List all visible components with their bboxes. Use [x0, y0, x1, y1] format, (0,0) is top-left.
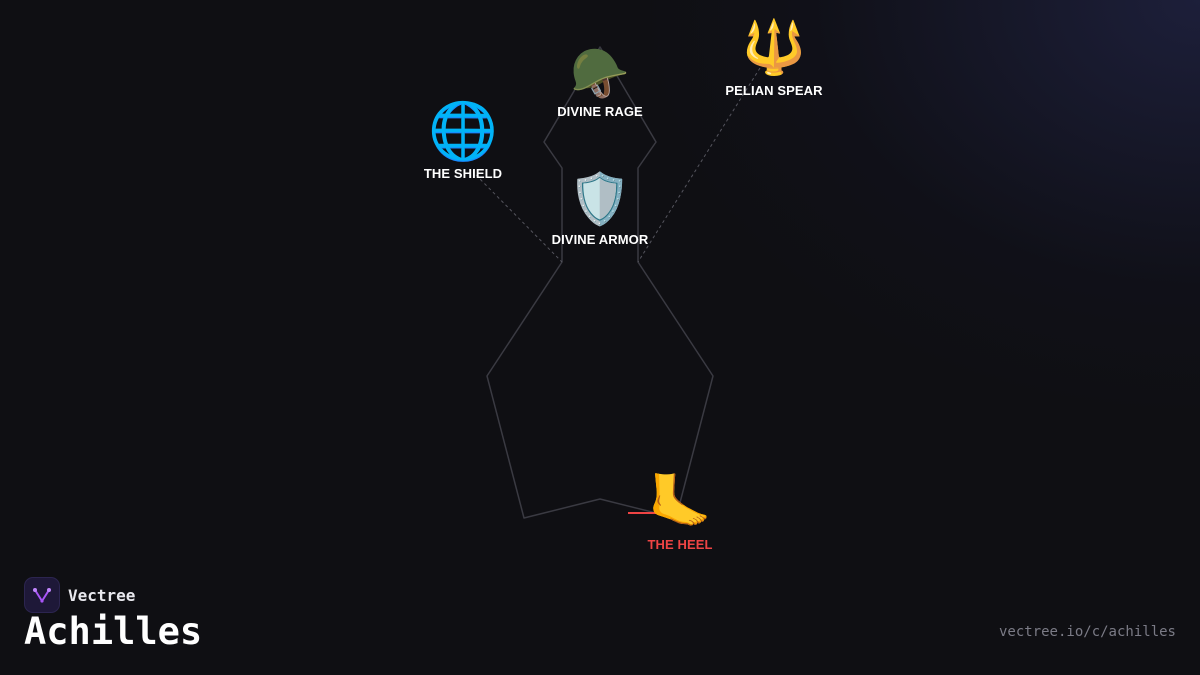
brand[interactable]: Vectree — [24, 577, 135, 613]
body-outline — [486, 46, 714, 519]
connector-spear — [637, 67, 761, 263]
connector-shield — [475, 174, 563, 263]
globe-icon: 🌐 — [428, 99, 498, 164]
node-pelian-spear[interactable]: 🔱 PELIAN SPEAR — [725, 22, 822, 98]
foot-icon: 🦶 — [647, 472, 713, 532]
node-divine-rage[interactable]: 🪖 DIVINE RAGE — [557, 50, 643, 119]
node-the-shield[interactable]: 🌐 THE SHIELD — [423, 99, 503, 182]
page-url[interactable]: vectree.io/c/achilles — [998, 624, 1176, 640]
node-label: DIVINE ARMOR — [551, 232, 649, 247]
vectree-logo-icon — [24, 577, 60, 613]
node-divine-armor[interactable]: 🛡️ DIVINE ARMOR — [552, 174, 649, 247]
helmet-icon: 🪖 — [570, 46, 630, 102]
shield-icon: 🛡️ — [568, 170, 632, 228]
node-label: THE HEEL — [647, 537, 713, 552]
node-label: DIVINE RAGE — [557, 104, 643, 119]
node-label: THE SHIELD — [423, 166, 503, 181]
node-label: PELIAN SPEAR — [725, 83, 823, 98]
page-title: Achilles — [24, 610, 203, 653]
trident-icon: 🔱 — [741, 18, 807, 78]
node-the-heel[interactable]: 🦶 THE HEEL — [647, 476, 712, 552]
brand-name: Vectree — [68, 585, 136, 605]
